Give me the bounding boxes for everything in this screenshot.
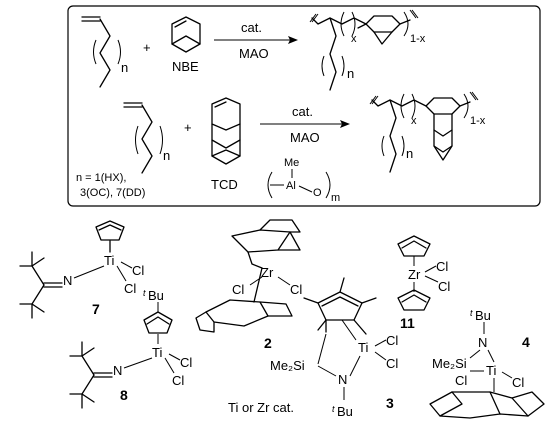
catalyst-4: t Bu N 4 Me₂Si Ti Cl Cl (429, 308, 545, 419)
mao-o: O (313, 187, 322, 199)
c2-number: 2 (264, 335, 272, 351)
copolymer-x: x (351, 33, 357, 45)
alpha-olefin-1: n (81, 16, 128, 88)
catalyst-11: Zr Cl Cl 11 (397, 235, 450, 331)
c4-tbu-sup: t (470, 308, 473, 318)
mao-label-2: MAO (290, 130, 320, 145)
c3-cl2: Cl (386, 356, 398, 371)
c8-cl2: Cl (172, 373, 184, 388)
nbe-label: NBE (172, 59, 199, 74)
c2-metal: Zr (261, 265, 274, 280)
catalyst-caption: Ti or Zr cat. (228, 400, 294, 415)
copolymer-structure-2: x 1-x n (369, 91, 486, 173)
chain-index-n: n (121, 60, 128, 75)
c11-cl2: Cl (438, 279, 450, 294)
reaction-arrow-1: cat. MAO (214, 20, 298, 61)
c7-number: 7 (92, 301, 100, 317)
c8-tbu: Bu (148, 288, 164, 303)
copolymer-x-2: x (411, 115, 417, 127)
plus-sign-2: + (184, 120, 192, 135)
catalyst-label: cat. (241, 20, 262, 35)
c8-number: 8 (120, 387, 128, 403)
copolymer-n-2: n (406, 146, 413, 161)
n-values-line2: 3(OC), 7(DD) (80, 187, 145, 199)
tcd-label: TCD (211, 177, 238, 192)
c3-number: 3 (386, 395, 394, 411)
copolymer-n: n (347, 66, 354, 81)
reaction-2: n n = 1(HX), 3(OC), 7(DD) + TCD cat. MAO… (76, 91, 486, 204)
chain-index-n-2: n (163, 148, 170, 163)
mao-structure: Me Al O m (267, 157, 340, 204)
c3-n: N (338, 372, 347, 387)
c7-n: N (63, 273, 72, 288)
catalyst-7: Ti Cl Cl N 7 (19, 220, 144, 319)
copolymer-1mx: 1-x (410, 33, 426, 45)
catalyst-label-2: cat. (292, 104, 313, 119)
catalyst-2: Zr Cl Cl 2 (195, 219, 302, 351)
reaction-arrow-2: cat. MAO (260, 104, 350, 145)
n-values-line1: n = 1(HX), (76, 172, 126, 184)
catalyst-8: t Bu Ti Cl Cl N 8 (69, 288, 192, 409)
c8-metal: Ti (152, 345, 162, 360)
c11-number: 11 (400, 315, 415, 331)
c3-metal: Ti (358, 340, 368, 355)
c4-number: 4 (522, 334, 530, 350)
scheme-box (67, 5, 541, 207)
c7-cl2: Cl (124, 281, 136, 296)
mao-al: Al (286, 180, 296, 192)
c8-tbu-sup: t (143, 288, 146, 298)
mao-me: Me (284, 157, 299, 169)
c2-cl2: Cl (290, 282, 302, 297)
c4-tbu: Bu (475, 308, 491, 323)
copolymer-structure-1: x 1-x n (309, 9, 426, 91)
c3-tbu-sup: t (332, 404, 335, 414)
c8-cl1: Cl (180, 355, 192, 370)
c4-si: Me₂Si (432, 356, 467, 371)
c4-metal: Ti (486, 363, 496, 378)
c3-tbu: Bu (337, 404, 353, 419)
c3-si: Me₂Si (270, 358, 305, 373)
c4-cl2: Cl (512, 375, 524, 390)
mao-m: m (331, 192, 340, 204)
reaction-1: n + NBE cat. MAO x (81, 9, 426, 91)
c2-cl1: Cl (232, 282, 244, 297)
copolymer-1mx-2: 1-x (470, 115, 486, 127)
alpha-olefin-2: n n = 1(HX), 3(OC), 7(DD) (76, 102, 170, 199)
catalyst-3: Ti Cl Cl Me₂Si N t Bu 3 (270, 277, 398, 419)
c7-cl1: Cl (132, 263, 144, 278)
norbornene-structure: NBE (171, 16, 201, 74)
c8-n: N (113, 363, 122, 378)
tcd-structure: TCD (211, 97, 241, 192)
c4-cl1: Cl (455, 373, 467, 388)
c11-metal: Zr (408, 267, 421, 282)
plus-sign: + (143, 40, 151, 55)
mao-label: MAO (239, 46, 269, 61)
c7-metal: Ti (104, 253, 114, 268)
c4-n: N (478, 335, 487, 350)
c11-cl1: Cl (436, 259, 448, 274)
c3-cl1: Cl (386, 333, 398, 348)
